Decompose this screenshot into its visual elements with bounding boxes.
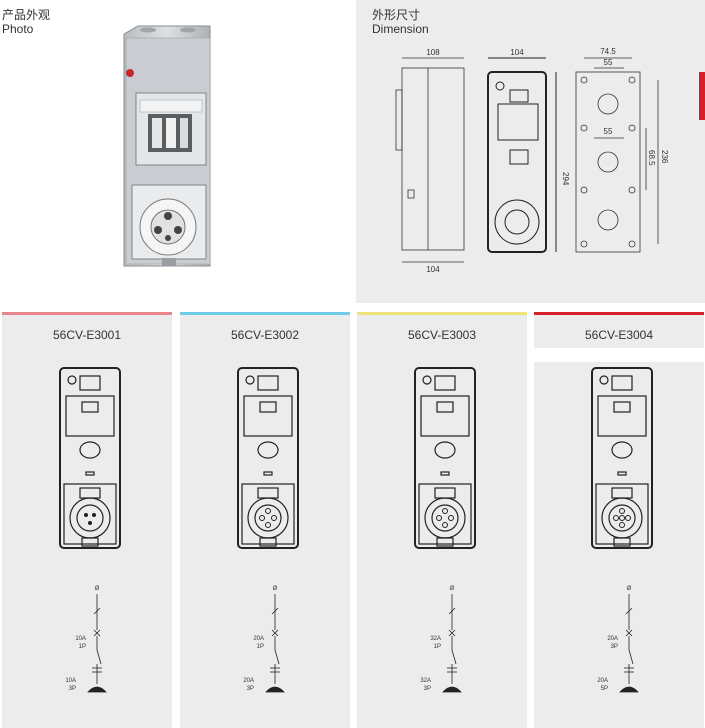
dim-label-68-5: 68.5: [647, 150, 656, 166]
enclosure-drawing: [414, 367, 476, 549]
breaker-poles: 3P: [611, 644, 618, 650]
phase-symbol: Ø: [450, 586, 455, 592]
dimension-panel: 外形尺寸 Dimension 108 104 104 294: [356, 0, 705, 303]
dimension-heading: 外形尺寸 Dimension: [372, 8, 429, 36]
dim-label-55-top: 55: [604, 58, 613, 67]
socket-rating: 20A: [597, 678, 608, 684]
breaker-poles: 1P: [434, 644, 441, 650]
enclosure-drawing: [591, 367, 653, 549]
back-view-drawing: [575, 57, 659, 253]
enclosure-drawing: [237, 367, 299, 549]
accent-bar: [699, 72, 705, 120]
front-view-drawing: [487, 57, 557, 253]
dim-label-108: 108: [426, 48, 440, 57]
circuit-schematic: [87, 594, 107, 693]
model-diagram: Ø 20A 3P 20A 5P: [591, 367, 653, 693]
photo-heading: 产品外观 Photo: [2, 8, 50, 36]
phase-symbol: Ø: [273, 586, 278, 592]
product-photo: [118, 22, 218, 272]
model-color-bar: [534, 312, 704, 315]
model-diagram: Ø 10A 1P 10A 3P: [59, 367, 121, 693]
dim-label-55-mid: 55: [604, 127, 613, 136]
model-name: 56CV-E3002: [230, 328, 300, 342]
model-divider: [534, 348, 704, 362]
breaker-rating: 32A: [430, 636, 441, 642]
dimension-title-cn: 外形尺寸: [372, 8, 421, 22]
socket-rating: 32A: [420, 678, 431, 684]
photo-title-cn: 产品外观: [2, 8, 51, 22]
breaker-poles: 1P: [257, 644, 264, 650]
model-color-bar: [357, 312, 527, 315]
socket-poles: 3P: [247, 686, 254, 692]
model-name: 56CV-E3004: [584, 328, 654, 342]
socket-poles: 3P: [69, 686, 76, 692]
breaker-rating: 20A: [607, 636, 618, 642]
circuit-schematic: [265, 594, 285, 693]
socket-rating: 20A: [243, 678, 254, 684]
socket-poles: 5P: [601, 686, 608, 692]
model-name: 56CV-E3001: [52, 328, 122, 342]
circuit-schematic: [619, 594, 639, 693]
breaker-rating: 10A: [75, 636, 86, 642]
dimension-drawings: 108 104 104 294: [395, 47, 669, 274]
breaker-rating: 20A: [253, 636, 264, 642]
photo-title-en: Photo: [2, 22, 34, 36]
dim-label-294: 294: [561, 172, 570, 186]
socket-poles: 3P: [424, 686, 431, 692]
enclosure-drawing: [59, 367, 121, 549]
dim-label-74-5: 74.5: [600, 47, 616, 56]
dim-label-104-bottom: 104: [426, 265, 440, 274]
breaker-poles: 1P: [79, 644, 86, 650]
model-color-bar: [2, 312, 172, 315]
dimension-title-en: Dimension: [372, 22, 429, 36]
model-color-bar: [180, 312, 350, 315]
model-diagram: Ø 32A 1P 32A 3P: [414, 367, 476, 693]
model-diagram: Ø 20A 1P 20A 3P: [237, 367, 299, 693]
socket-rating: 10A: [65, 678, 76, 684]
side-view-drawing: [395, 57, 465, 263]
circuit-schematic: [442, 594, 462, 693]
phase-symbol: Ø: [627, 586, 632, 592]
phase-symbol: Ø: [95, 586, 100, 592]
dim-label-236: 236: [660, 150, 669, 164]
model-name: 56CV-E3003: [407, 328, 477, 342]
dim-label-104-top: 104: [510, 48, 524, 57]
